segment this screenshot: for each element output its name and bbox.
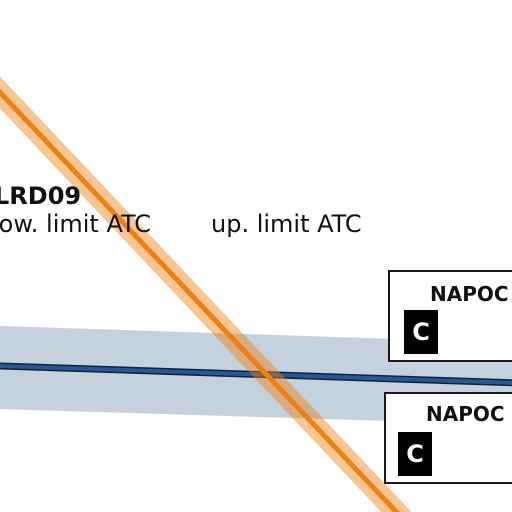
airspace-boundary xyxy=(0,76,412,512)
waypoint-name: NAPOC xyxy=(426,402,505,426)
airspace-lower-limit: low. limit ATC xyxy=(0,210,152,238)
airway-centerline xyxy=(0,362,512,387)
waypoint-code-badge: C xyxy=(404,310,438,354)
waypoint-code-badge: C xyxy=(398,432,432,476)
waypoint-label-box[interactable]: NAPOC C xyxy=(384,392,512,484)
waypoint-label-box[interactable]: NAPOC C xyxy=(388,270,512,362)
airspace-upper-limit: up. limit ATC xyxy=(211,210,362,238)
waypoint-name: NAPOC xyxy=(430,282,509,306)
airspace-name: LRD09 xyxy=(0,182,82,210)
